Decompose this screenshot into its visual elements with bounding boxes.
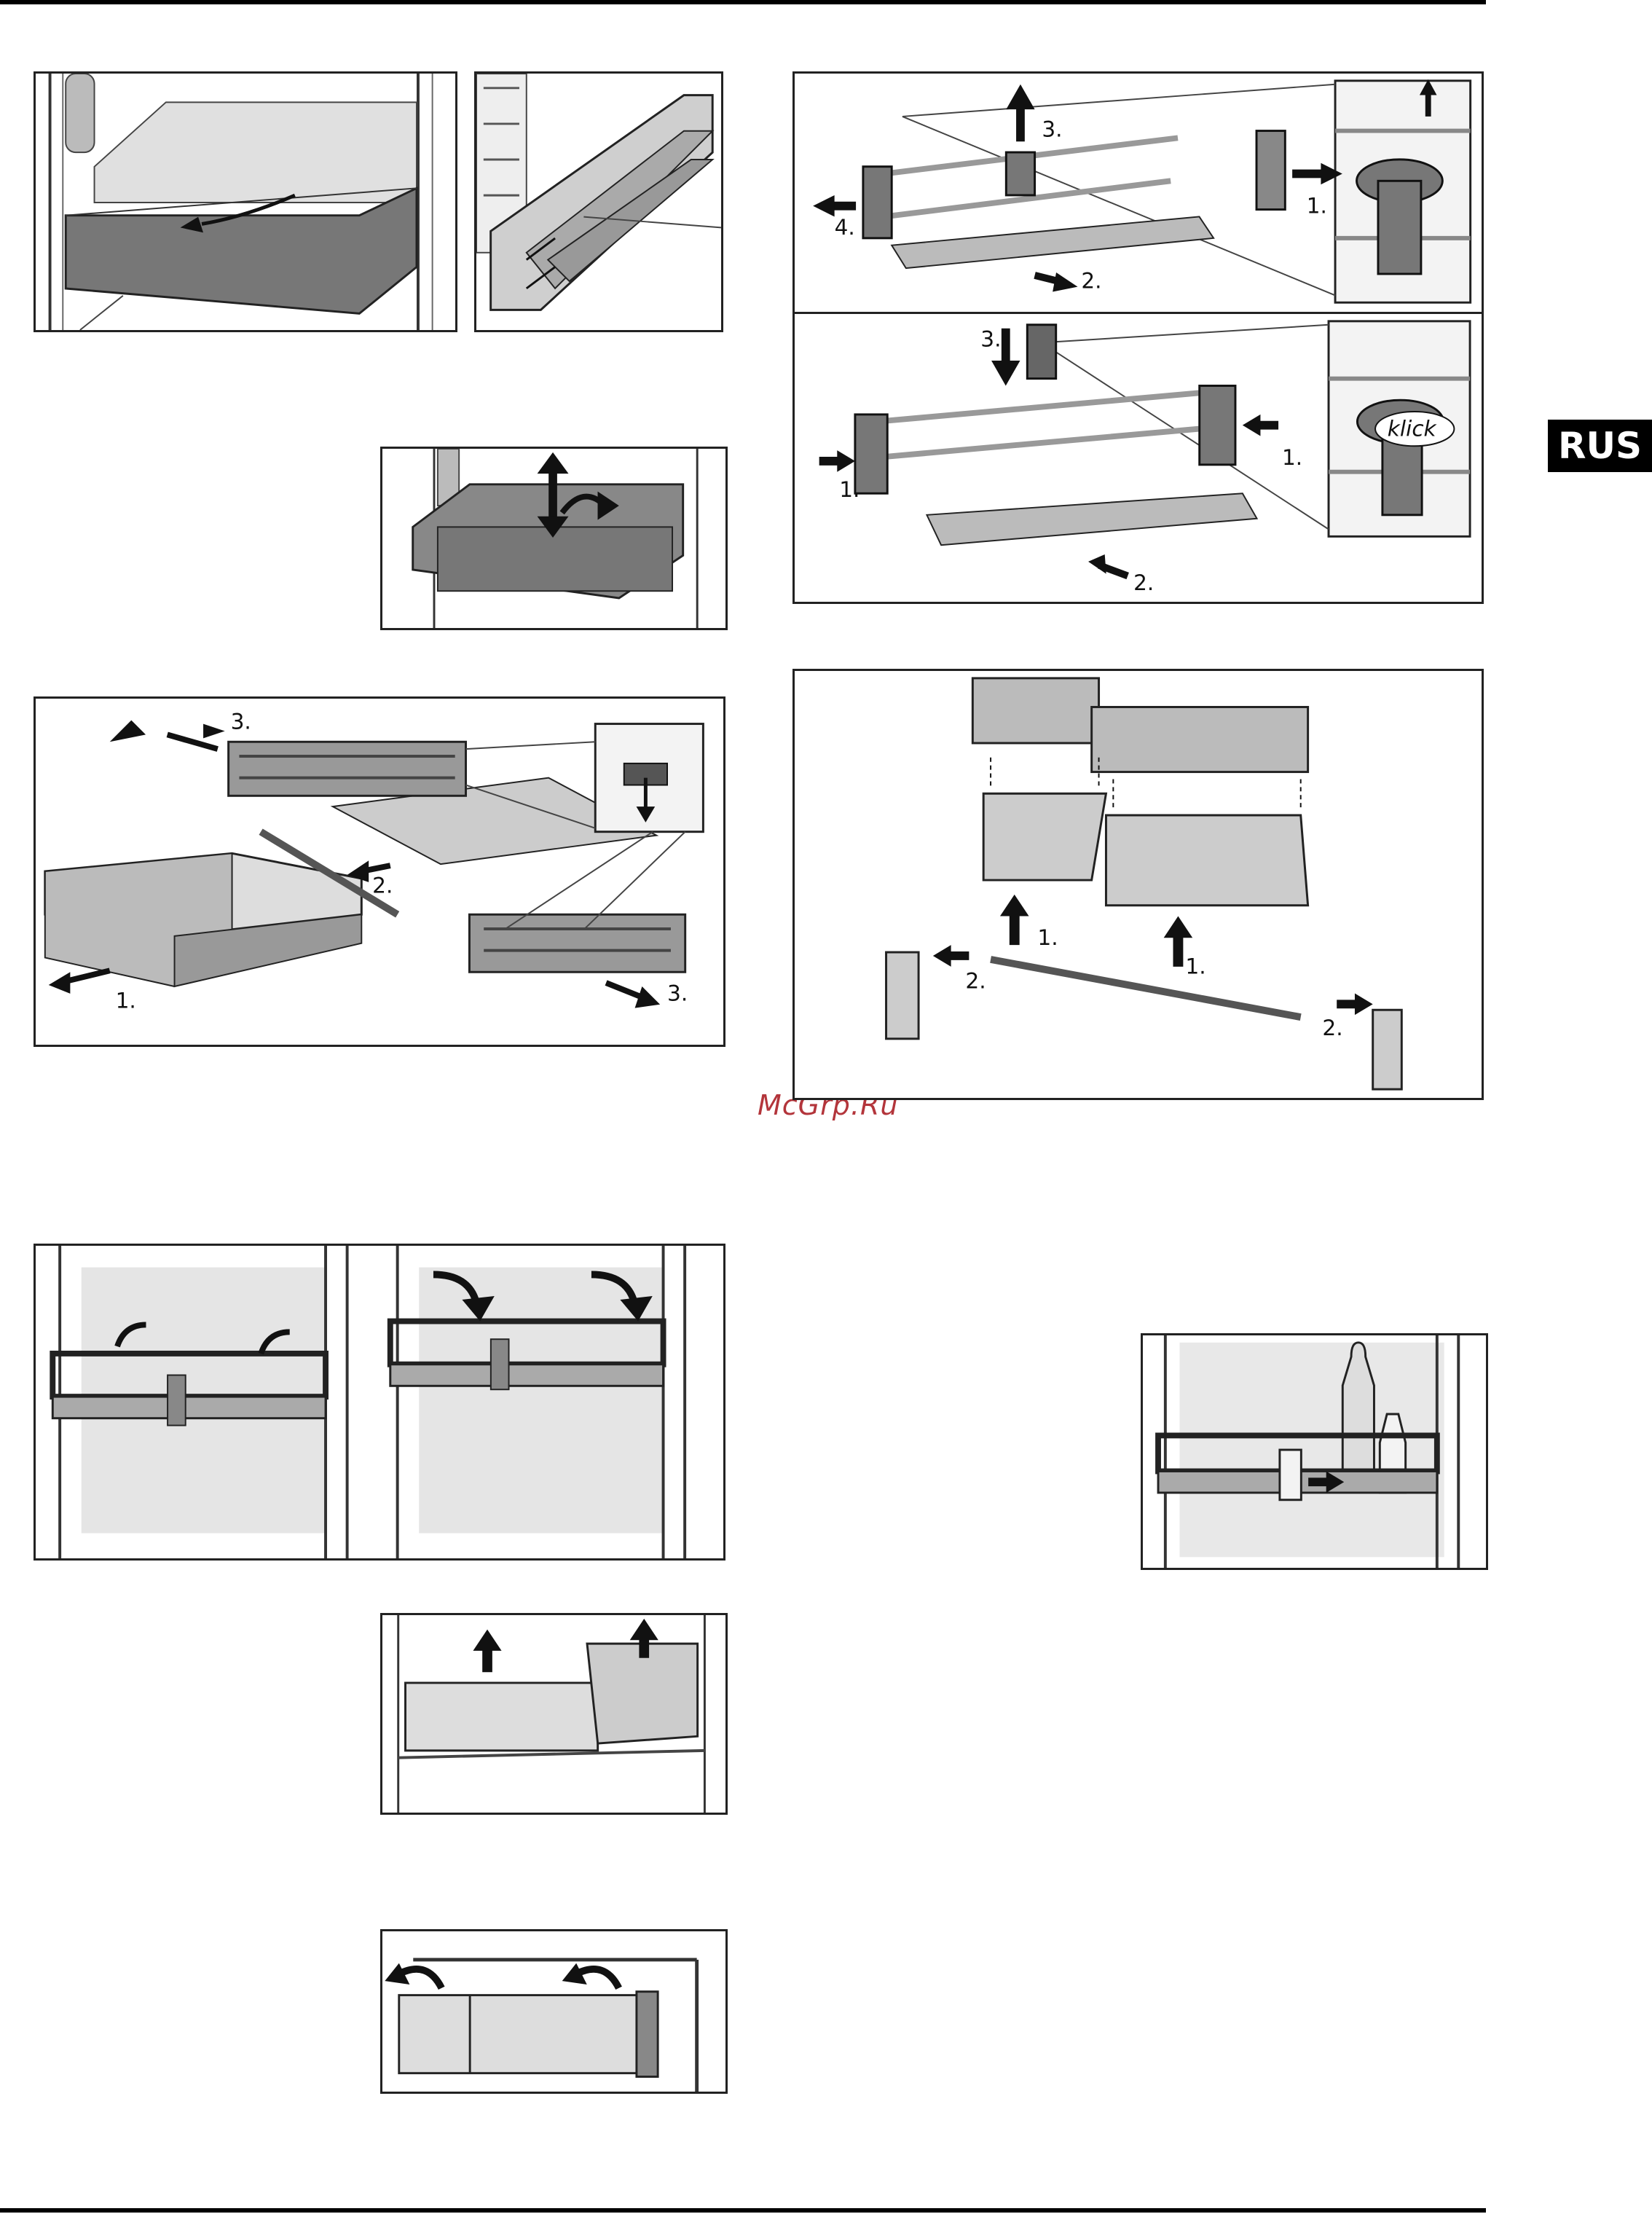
top-rule bbox=[0, 0, 1486, 4]
step-label: 2. bbox=[1133, 570, 1154, 595]
step-label: 1. bbox=[116, 989, 136, 1013]
step-label: 2. bbox=[965, 969, 986, 994]
step-label: 3. bbox=[667, 981, 688, 1006]
step-label: 3. bbox=[231, 709, 251, 734]
step-label: 3. bbox=[1042, 117, 1062, 141]
illustration-box-lift bbox=[380, 1613, 728, 1815]
illustration-drawer-rail bbox=[474, 71, 723, 332]
illustration-door-bins bbox=[380, 1929, 728, 2094]
klick-callout: klick bbox=[1388, 416, 1438, 441]
illustration-bin-assembly: 1. 1. 2. 2. bbox=[792, 669, 1484, 1100]
illustration-door-shelf-removal-pair bbox=[34, 1244, 725, 1561]
illustration-door-shelf-bottles bbox=[1141, 1333, 1488, 1570]
step-label: 2. bbox=[1322, 1016, 1342, 1041]
step-label: 1. bbox=[1185, 954, 1205, 980]
step-label: 1. bbox=[1282, 445, 1302, 470]
illustration-drawer-removal: 1. 2. 3. 3. bbox=[34, 696, 725, 1047]
illustration-door-shelf-assemble: klick 3. 1. 1. 2. bbox=[792, 312, 1484, 604]
step-label: 1. bbox=[1307, 193, 1327, 218]
step-label: 4. bbox=[835, 215, 855, 240]
step-label: 3. bbox=[980, 326, 1001, 351]
illustration-drawer-height bbox=[380, 447, 728, 630]
step-label: 1. bbox=[839, 477, 860, 502]
illustration-door-shelf-dismantle: 3. 1. 2. 4. bbox=[792, 71, 1484, 315]
step-label: 1. bbox=[1037, 925, 1058, 951]
step-label: 2. bbox=[372, 874, 393, 898]
bottom-rule bbox=[0, 2208, 1486, 2213]
step-label: 2. bbox=[1081, 269, 1101, 294]
language-tab: RUS bbox=[1548, 420, 1652, 472]
illustration-drawer-pull bbox=[34, 71, 457, 332]
